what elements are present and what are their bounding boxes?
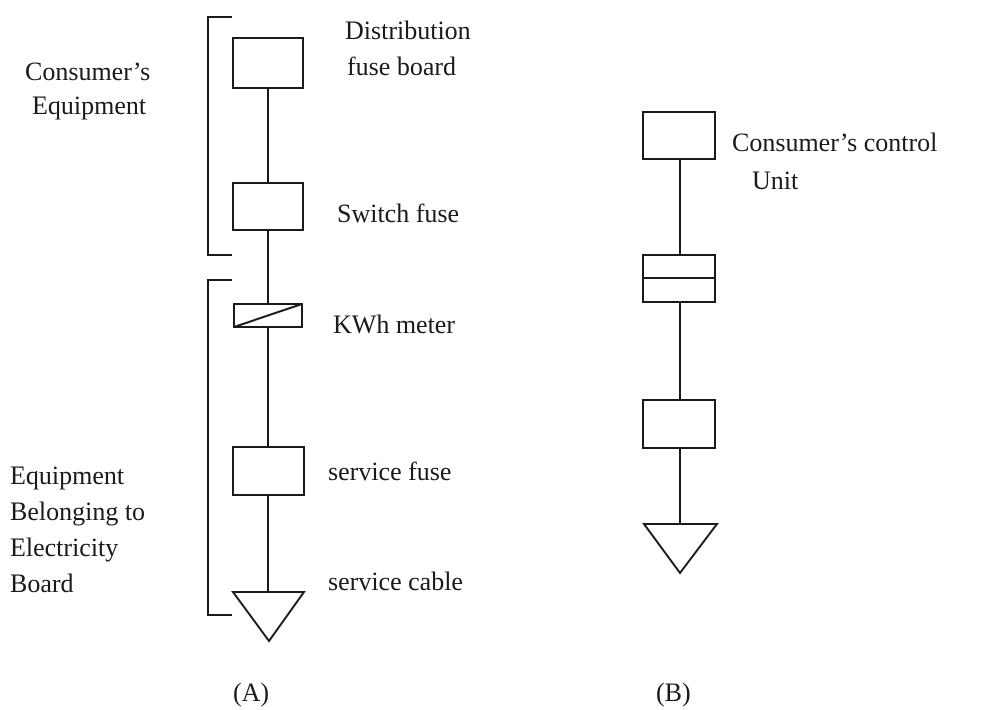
distribution-fuse-board-box <box>232 37 304 89</box>
switch-fuse-box <box>232 182 304 231</box>
distribution-line-1: Distribution <box>345 16 471 45</box>
consumer-equipment-line-1: Consumer’s <box>25 57 151 86</box>
consumer-equipment-line-2: Equipment <box>32 91 147 120</box>
control-unit-line-2: Unit <box>752 166 799 195</box>
control-unit-box <box>642 111 716 160</box>
board-equipment-line-3: Electricity <box>10 533 119 562</box>
consumer-equipment-label: Consumer’s Equipment <box>25 55 150 123</box>
distribution-fuse-board-label: Distribution fuse board <box>345 13 471 85</box>
service-cable-triangle-b <box>642 523 720 575</box>
service-cable-triangle <box>231 591 306 643</box>
kwh-meter-label: KWh meter <box>333 310 456 339</box>
service-fuse-box <box>232 446 305 496</box>
board-equipment-line-4: Board <box>10 569 74 598</box>
board-equipment-bracket <box>207 279 232 616</box>
caption-a: (A) <box>233 678 270 707</box>
switch-fuse-label: Switch fuse <box>337 199 460 228</box>
board-equipment-label: Equipment Belonging to Electricity Board <box>10 458 145 602</box>
board-equipment-line-2: Belonging to <box>10 497 146 526</box>
consumer-equipment-bracket <box>207 16 232 256</box>
caption-b: (B) <box>656 678 691 707</box>
control-unit-label: Consumer’s control Unit <box>732 124 937 200</box>
kwh-meter-diagonal <box>233 303 303 328</box>
control-unit-line-1: Consumer’s control <box>732 128 938 157</box>
service-fuse-label: service fuse <box>328 457 452 486</box>
distribution-line-2: fuse board <box>347 52 457 81</box>
service-fuse-box-b <box>642 399 716 449</box>
board-equipment-line-1: Equipment <box>10 461 125 490</box>
service-cable-label: service cable <box>328 567 463 596</box>
